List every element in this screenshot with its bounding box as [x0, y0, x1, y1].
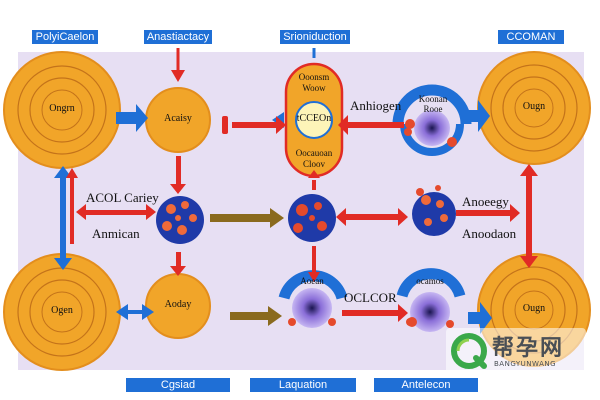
top-left-center-label: Acaisy [164, 113, 192, 124]
header-connectors [171, 48, 316, 82]
footer-tag-1: Cgsiad [126, 378, 230, 392]
header-tag-3: Srioniduction [280, 30, 350, 44]
left-label-1: ACOL Cariey [86, 190, 159, 205]
watermark-logo-text: 帮孕网 [492, 336, 565, 361]
footer-tag-2: Laquation [250, 378, 356, 392]
watermark-logo: 帮孕网 BANGYUNWANG [446, 328, 586, 374]
brown-arrows [210, 208, 284, 326]
bottom-right-circle-label: Ougn [522, 303, 546, 314]
center-capsule-inner: tCCEOn [296, 113, 332, 124]
right-label-2: Anoodaon [462, 226, 517, 241]
bottom-center-label: OCLCOR [344, 290, 397, 305]
watermark-logo-icon [451, 333, 487, 369]
footer-tag-3: Antelecon [374, 378, 478, 392]
bottom-left-circle-label: Ogen [51, 305, 73, 316]
blue-arrows [54, 100, 492, 334]
header-tag-4: CCOMAN [498, 30, 564, 44]
top-right-circle-label: Ougn [522, 101, 546, 112]
purple-cell-bottom-right [396, 268, 466, 332]
top-right-label-2: Koonan Rooe [418, 94, 448, 114]
header-tag-1: PolyiCaelon [32, 30, 98, 44]
right-label-1: Anoeegy [462, 194, 509, 209]
top-left-circle-label: Ongrn [49, 103, 75, 114]
bottom-right-top-label: ocamos [416, 276, 444, 286]
red-arrows [66, 115, 538, 322]
top-right-label-1: Anhiogen [350, 98, 402, 113]
decorative-dots [404, 128, 441, 327]
big-circle-top-right [477, 51, 591, 165]
red-cell-left [156, 196, 204, 244]
red-cell-right [412, 192, 456, 236]
center-capsule-sub: Oocauoan Cloov [295, 148, 333, 169]
watermark-logo-sub: BANGYUNWANG [494, 360, 557, 368]
big-circle-top-left [3, 51, 121, 169]
header-tag-2: Anastiactacy [144, 30, 212, 44]
bottom-center-top-label: Aoean [300, 276, 324, 286]
bottom-left-center-label: Aoday [164, 299, 192, 310]
left-label-2: Anmican [92, 226, 140, 241]
center-capsule-title: Ooonsm Woow [298, 72, 330, 93]
red-cell-center [288, 194, 336, 242]
